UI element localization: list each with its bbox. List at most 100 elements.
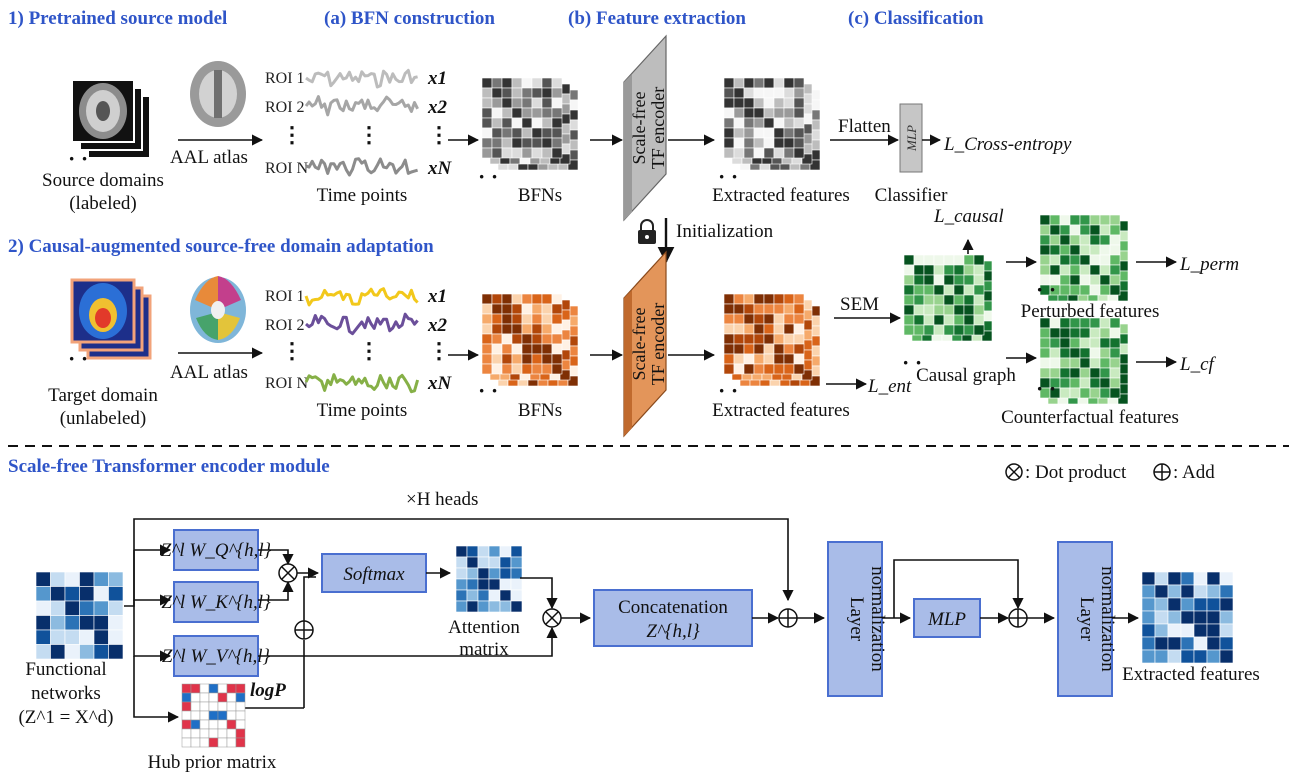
- matrix-cell: [733, 127, 745, 139]
- matrix-cell: [783, 137, 795, 149]
- matrix-cell: [1059, 357, 1071, 369]
- source-stack-dots: · ·: [68, 146, 88, 171]
- matrix-cell: [1039, 327, 1051, 339]
- matrix-cell: [541, 313, 553, 325]
- matrix-cell: [1206, 649, 1221, 664]
- matrix-cell: [1059, 224, 1071, 236]
- heads-label: ×H heads: [406, 489, 478, 510]
- matrix-cell: [809, 375, 821, 387]
- matrix-cell: [763, 77, 775, 89]
- hub-cell: [199, 692, 210, 703]
- matrix-cell: [1117, 290, 1129, 302]
- matrix-cell: [903, 274, 915, 286]
- matrix-cell: [1059, 387, 1071, 399]
- causal-graph-label: Causal graph: [916, 365, 1016, 386]
- q-box-label: Z^l W_Q^{h,l}: [161, 540, 272, 561]
- matrix-cell: [773, 353, 785, 365]
- matrix-cell: [521, 353, 533, 365]
- matrix-cell: [477, 545, 490, 558]
- matrix-cell: [64, 629, 80, 645]
- q-projection-box: Z^l W_Q^{h,l}: [161, 529, 272, 571]
- roi-vdots-2: ⋮: [281, 338, 303, 363]
- matrix-cell: [793, 107, 805, 119]
- matrix-cell: [501, 137, 513, 149]
- hub-cell: [208, 728, 219, 739]
- matrix-cell: [1039, 264, 1051, 276]
- source-labeled-label: (labeled): [69, 193, 137, 214]
- matrix-cell: [1117, 393, 1129, 405]
- matrix-cell: [1109, 357, 1121, 369]
- matrix-cell: [783, 313, 795, 325]
- matrix-cell: [743, 343, 755, 355]
- matrix-cell: [521, 323, 533, 335]
- matrix-cell: [93, 571, 109, 587]
- k-box-label: Z^l W_K^{h,l}: [161, 592, 271, 613]
- matrix-cell: [1089, 367, 1101, 379]
- matrix-cell: [913, 324, 925, 336]
- matrix-cell: [733, 353, 745, 365]
- matrix-cell: [477, 589, 490, 602]
- matrix-cell: [1079, 347, 1091, 359]
- matrix-cell: [1059, 214, 1071, 226]
- matrix-cell: [551, 353, 563, 365]
- matrix-cell: [773, 117, 785, 129]
- matrix-cell: [773, 87, 785, 99]
- time-vdots-1: ⋮: [358, 122, 380, 147]
- matrix-cell: [481, 353, 493, 365]
- legend-dot-product-label: : Dot product: [1025, 462, 1127, 483]
- matrix-cell: [1049, 234, 1061, 246]
- matrix-cell: [953, 314, 965, 326]
- hub-cell: [190, 710, 201, 721]
- roi-label-n-s2: ROI N: [265, 375, 309, 392]
- matrix-cell: [521, 107, 533, 119]
- matrix-cell: [521, 127, 533, 139]
- matrix-cell: [511, 87, 523, 99]
- matrix-cell: [1089, 264, 1101, 276]
- classifier-label: Classifier: [875, 185, 948, 206]
- matrix-cell: [793, 127, 805, 139]
- matrix-cell: [1079, 224, 1091, 236]
- matrix-cell: [481, 87, 493, 99]
- concatenation-box: Concatenation Z^{h,l}: [593, 589, 753, 647]
- matrix-cell: [733, 313, 745, 325]
- matrix-cell: [733, 303, 745, 315]
- matrix-cell: [521, 313, 533, 325]
- residual-skip-2: [893, 559, 1024, 618]
- matrix-cell: [743, 293, 755, 305]
- matrix-cell: [1069, 284, 1081, 296]
- matrix-cell: [1059, 377, 1071, 389]
- hub-cell: [190, 728, 201, 739]
- encoder-orange: [623, 250, 667, 438]
- hub-cell: [199, 728, 210, 739]
- matrix-cell: [1089, 377, 1101, 389]
- matrix-cell: [481, 363, 493, 375]
- matrix-cell: [1099, 347, 1111, 359]
- softmax-box: Softmax: [321, 553, 427, 593]
- matrix-cell: [541, 147, 553, 159]
- matrix-cell: [481, 323, 493, 335]
- matrix-cell: [973, 254, 985, 266]
- matrix-cell: [491, 313, 503, 325]
- hub-cell: [199, 683, 210, 694]
- matrix-cell: [1167, 571, 1182, 586]
- matrix-cell: [783, 303, 795, 315]
- matrix-cell: [1193, 610, 1208, 625]
- hub-prior-label: Hub prior matrix: [148, 752, 277, 773]
- matrix-cell: [753, 323, 765, 335]
- concat-label-2: Z^{h,l}: [646, 621, 700, 642]
- v-box-label: Z^l W_V^{h,l}: [162, 646, 271, 667]
- matrix-cell: [1079, 367, 1091, 379]
- matrix-cell: [551, 137, 563, 149]
- matrix-cell: [763, 107, 775, 119]
- roi-time-series: [304, 95, 419, 117]
- matrix-cell: [933, 284, 945, 296]
- matrix-cell: [723, 323, 735, 335]
- matrix-cell: [499, 545, 512, 558]
- matrix-cell: [733, 117, 745, 129]
- matrix-cell: [913, 314, 925, 326]
- matrix-cell: [1219, 610, 1234, 625]
- matrix-cell: [481, 147, 493, 159]
- matrix-cell: [481, 137, 493, 149]
- matrix-cell: [510, 556, 523, 569]
